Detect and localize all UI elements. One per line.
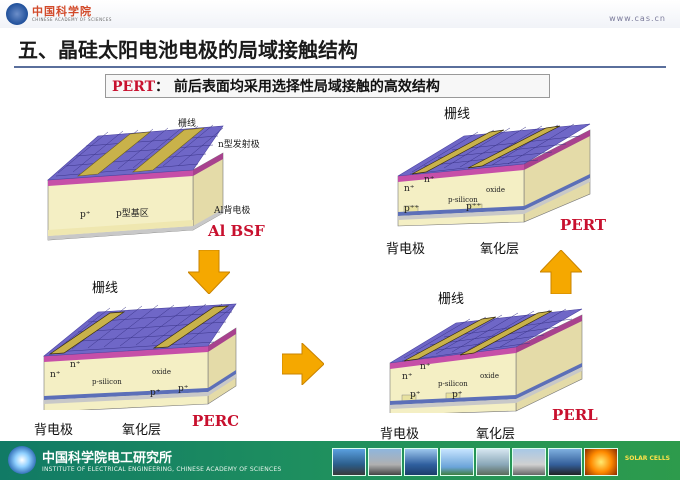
perl-finger-label: 栅线 (438, 292, 465, 307)
bsf-emitter-label: n型发射极 (218, 140, 260, 150)
arrow-down-icon (188, 250, 230, 294)
pert-n2-label: n⁺ (404, 184, 415, 194)
footer-tag: SOLAR CELLS (624, 455, 670, 462)
slide-title: 五、晶硅太阳电池电极的局域接触结构 (18, 38, 358, 62)
arrow-shape (540, 250, 582, 294)
perl-p2-label: p⁺ (452, 390, 463, 400)
al-bsf-cell-diagram (47, 124, 224, 241)
perl-oxide-label: 氧化层 (476, 427, 516, 442)
pert-n1-label: n⁺ (424, 175, 435, 185)
subtitle-prefix: PERT (112, 79, 156, 95)
perc-p2-label: p⁺ (178, 384, 189, 394)
pert-oxide-label: 氧化层 (480, 242, 520, 257)
perl-name-label: PERL (552, 406, 598, 424)
bsf-al-back-label: Al背电极 (214, 206, 251, 216)
footer-thumb-grid (548, 448, 582, 476)
header-bar: 中国科学院 CHINESE ACADEMY OF SCIENCES www.ca… (0, 0, 680, 28)
perl-n1-label: n⁺ (420, 362, 431, 372)
iee-logo-icon (8, 446, 36, 474)
perl-oxide-inner-label: oxide (480, 372, 500, 380)
footer-org-cn: 中国科学院电工研究所 (42, 451, 173, 466)
perc-n2-label: n⁺ (50, 370, 61, 380)
logo-subtext: CHINESE ACADEMY OF SCIENCES (32, 17, 112, 22)
perc-cell-diagram (43, 303, 237, 410)
perc-oxide-inner-label: oxide (152, 368, 172, 376)
arrow-shape (188, 250, 230, 294)
logo-text: 中国科学院 (32, 5, 92, 18)
footer-bar: 中国科学院电工研究所 INSTITUTE OF ELECTRICAL ENGIN… (0, 441, 680, 480)
footer-thumb-dam (476, 448, 510, 476)
footer-thumb-wind (440, 448, 474, 476)
footer-thumb-plant (512, 448, 546, 476)
perl-cell-diagram (389, 308, 583, 413)
pert-silicon-label: p-silicon (448, 196, 478, 204)
footer-thumb-train (368, 448, 402, 476)
bsf-finger-label: 栅线 (178, 119, 197, 129)
perc-finger-label: 栅线 (92, 281, 119, 296)
bsf-base-label: p型基区 (116, 209, 149, 219)
footer-org-en: INSTITUTE OF ELECTRICAL ENGINEERING, CHI… (42, 466, 282, 473)
pert-p1-label: p⁺⁺ (404, 204, 420, 214)
bsf-name-label: Al BSF (208, 222, 265, 240)
pert-p2-label: p⁺⁺ (466, 202, 482, 212)
title-divider (14, 66, 666, 68)
perl-n2-label: n⁺ (402, 372, 413, 382)
perl-back-label: 背电极 (380, 427, 420, 442)
arrow-right-icon (282, 343, 324, 385)
perc-silicon-label: p-silicon (92, 378, 122, 386)
perc-p1-label: p⁺ (150, 388, 161, 398)
perc-name-label: PERC (192, 412, 240, 430)
footer-thumb-solar (404, 448, 438, 476)
perc-oxide-label: 氧化层 (122, 423, 162, 438)
cas-logo-icon (6, 3, 28, 25)
perc-n1-label: n⁺ (70, 360, 81, 370)
footer-thumb-sun (584, 448, 618, 476)
pert-finger-label: 栅线 (444, 107, 471, 122)
pert-oxide-inner-label: oxide (486, 186, 506, 194)
perl-p1-label: p⁺ (410, 390, 421, 400)
pert-name-label: PERT (560, 216, 607, 234)
perl-silicon-label: p-silicon (438, 380, 468, 388)
footer-thumb-power-tower (332, 448, 366, 476)
pert-cell-diagram (397, 123, 591, 227)
pert-back-label: 背电极 (386, 242, 426, 257)
subtitle-box: PERT： 前后表面均采用选择性局域接触的高效结构 (105, 74, 550, 98)
arrow-shape (282, 343, 324, 385)
site-url: www.cas.cn (609, 14, 666, 23)
subtitle-text: ： 前后表面均采用选择性局域接触的高效结构 (155, 79, 440, 95)
perc-back-label: 背电极 (34, 423, 74, 438)
arrow-up-icon (540, 250, 582, 294)
bsf-pplus-label: p⁺ (80, 210, 91, 220)
